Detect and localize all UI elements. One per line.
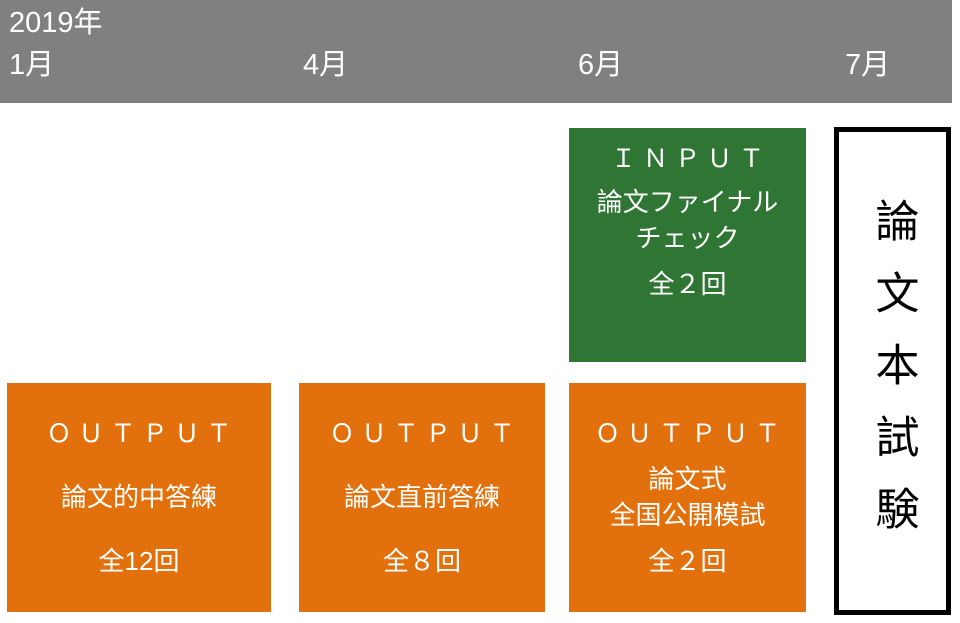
block-title-line: 論文直前答練 [343, 481, 500, 512]
block-count-label: 全２回 [648, 269, 727, 299]
block-kind-label: ＩＮＰＵＴ [610, 145, 771, 173]
month-label-june: 6月 [578, 49, 624, 81]
exam-block-label: 論文本試験 [868, 198, 918, 558]
month-label-april: 4月 [303, 49, 349, 81]
block-kind-label: ＯＵＴＰＵＴ [594, 419, 787, 448]
exam-block: 論文本試験 [834, 127, 951, 615]
block-count-label: 全２回 [648, 545, 727, 576]
block-title-line: 論文ファイナル [596, 187, 779, 217]
block-title-line: 全国公開模試 [609, 499, 766, 530]
block-count-label: 全12回 [98, 545, 180, 576]
month-label-july: 7月 [845, 49, 891, 81]
block-title-line: 論文式 [648, 463, 727, 494]
month-label-january: 1月 [9, 49, 55, 81]
block-title-line: 論文的中答練 [60, 481, 217, 512]
course-block-output-zenkoku-koukai-moshi: ＯＵＴＰＵＴ 論文式 全国公開模試 全２回 [569, 383, 806, 612]
course-block-output-ronbun-tekichu: ＯＵＴＰＵＴ 論文的中答練 全12回 [7, 383, 271, 612]
timeline-header-bar: 2019年 1月 4月 6月 7月 [0, 0, 952, 103]
block-title-line: チェック [635, 223, 740, 253]
block-kind-label: ＯＵＴＰＵＴ [329, 419, 522, 448]
block-count-label: 全８回 [382, 545, 461, 576]
course-block-output-ronbun-chokuzen: ＯＵＴＰＵＴ 論文直前答練 全８回 [299, 383, 545, 612]
block-kind-label: ＯＵＴＰＵＴ [46, 419, 239, 448]
year-label: 2019年 [9, 7, 103, 39]
course-block-input: ＩＮＰＵＴ 論文ファイナル チェック 全２回 [569, 128, 806, 362]
